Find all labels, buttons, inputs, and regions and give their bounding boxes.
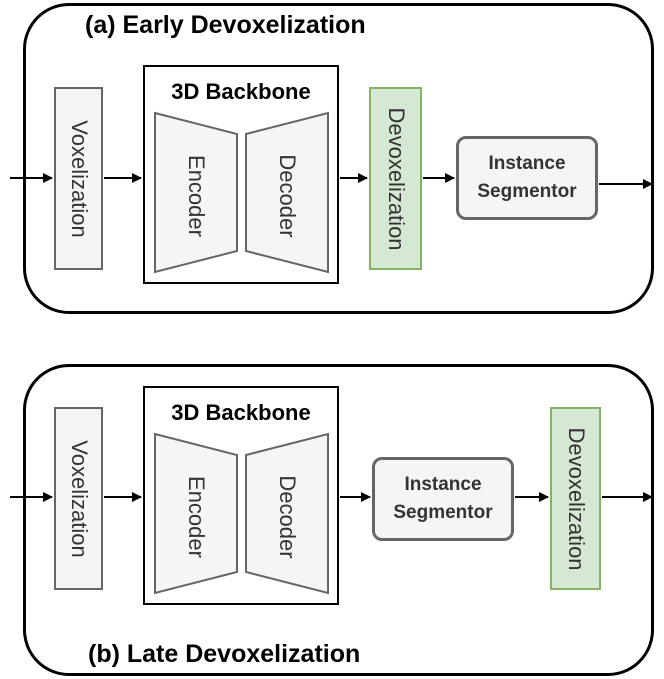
panel-a-encoder-shape	[154, 111, 238, 274]
panel-a-instance-segmentor: Instance Segmentor	[456, 136, 598, 220]
panel-b-title: (b) Late Devoxelization	[88, 640, 361, 668]
panel-b-encoder-shape	[154, 432, 238, 595]
panel-b-segmentor-line2: Segmentor	[393, 502, 493, 523]
panel-a-3d-backbone: 3D Backbone Encoder Decoder	[143, 65, 339, 284]
panel-b-segmentor-line1: Instance	[404, 474, 482, 495]
panel-a-title: (a) Early Devoxelization	[85, 11, 366, 39]
panel-b-backbone-shapes	[154, 432, 329, 595]
panel-b-3d-backbone: 3D Backbone Encoder Decoder	[143, 386, 339, 605]
panel-b-voxelization-block: Voxelization	[54, 407, 103, 590]
panel-a-devoxelization-block: Devoxelization	[369, 87, 422, 270]
panel-a-segmentor-line1: Instance	[488, 153, 566, 174]
panel-a-voxelization-block: Voxelization	[54, 87, 103, 270]
panel-a-segmentor-line2: Segmentor	[477, 181, 577, 202]
panel-a-decoder-shape	[245, 111, 329, 274]
panel-b-devoxelization-block: Devoxelization	[550, 407, 601, 590]
panel-a-backbone-shapes	[154, 111, 329, 274]
panel-a-backbone-title: 3D Backbone	[171, 79, 311, 104]
panel-b-instance-segmentor: Instance Segmentor	[372, 457, 514, 541]
panel-b-backbone-title: 3D Backbone	[171, 400, 311, 425]
panel-b-decoder-shape	[245, 432, 329, 595]
